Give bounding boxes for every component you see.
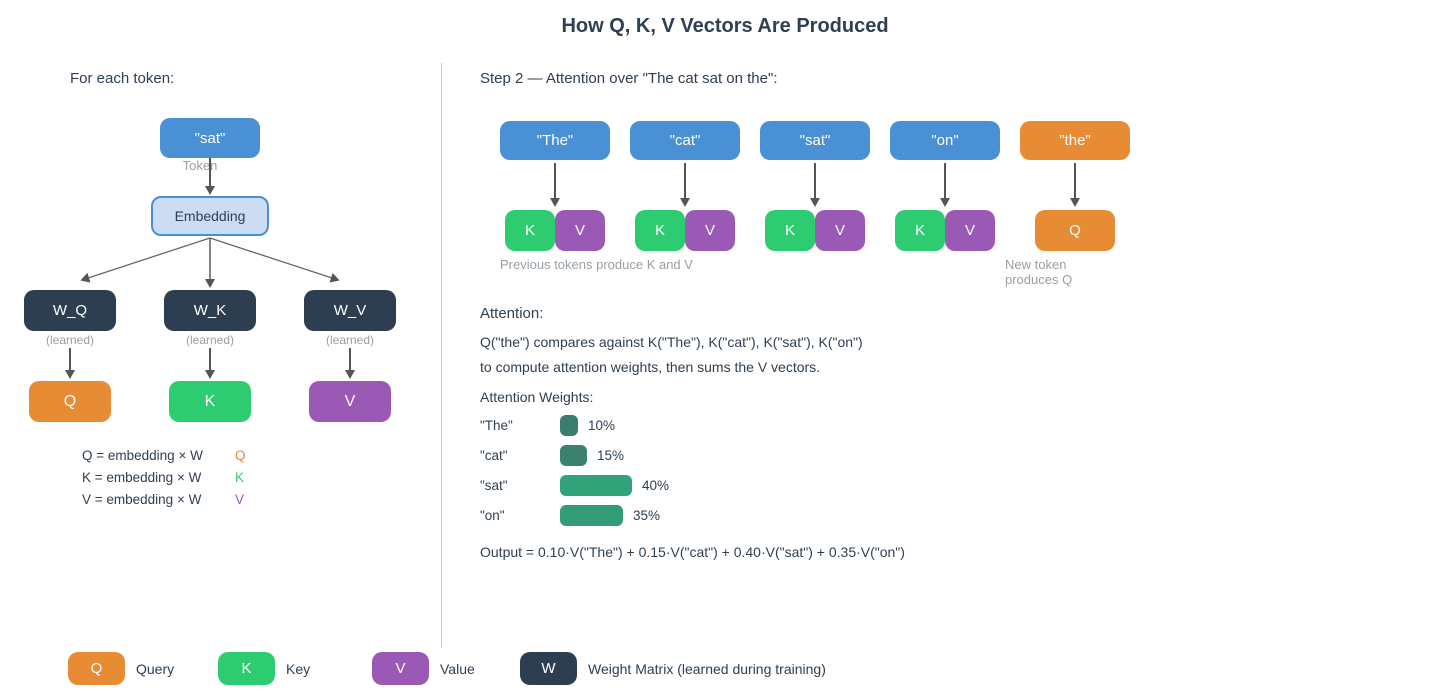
caption-previous-tokens: Previous tokens produce K and V: [500, 257, 693, 272]
token-box-cat: "cat": [630, 121, 740, 160]
token-box-sat2: "sat": [760, 121, 870, 160]
left-panel-heading: For each token:: [70, 70, 175, 87]
weight-bar: [560, 414, 578, 436]
kv-v-box-1: V: [555, 210, 605, 251]
kv-k-box-1: K: [505, 210, 555, 251]
right-panel-heading: Step 2 — Attention over "The cat sat on …: [480, 70, 778, 87]
formula-v: V = embedding × W V: [82, 488, 246, 510]
weight-bar: [560, 504, 623, 526]
weight-bar: [560, 474, 632, 496]
weight-pct: 35%: [633, 507, 661, 523]
wq-learned-caption: (learned): [45, 333, 95, 347]
formula-v-main: V = embedding × W: [82, 491, 202, 507]
attention-weights-heading: Attention Weights:: [480, 389, 594, 405]
token-box-on: "on": [890, 121, 1000, 160]
weight-label: "The": [480, 417, 513, 433]
kv-k-box-3: K: [765, 210, 815, 251]
key-chip: K: [218, 652, 275, 685]
weight-box-wk: W_K: [164, 290, 256, 331]
weight-label: "cat": [480, 447, 508, 463]
legend-item-query: Q Query: [68, 652, 174, 685]
q-result-box: Q: [29, 381, 111, 422]
kv-k-box-2: K: [635, 210, 685, 251]
arrow-embedding-to-wv: [209, 237, 340, 283]
weight-pct: 10%: [588, 417, 616, 433]
legend-label-key: Key: [286, 660, 311, 677]
token-box-the-cap: "The": [500, 121, 610, 160]
output-formula: Output = 0.10·V("The") + 0.15·V("cat") +…: [480, 544, 905, 560]
kv-k-box-4: K: [895, 210, 945, 251]
weight-row-on: "on" 35%: [480, 504, 669, 526]
weight-box-wv: W_V: [304, 290, 396, 331]
formula-q-main: Q = embedding × W: [82, 447, 203, 463]
token-box-sat: "sat": [160, 118, 260, 158]
legend-item-weight-matrix: W Weight Matrix (learned during training…: [520, 652, 826, 685]
kv-v-box-4: V: [945, 210, 995, 251]
caption-new-token-line1: New token: [1005, 257, 1067, 272]
kv-v-box-2: V: [685, 210, 735, 251]
formula-k-sub: K: [235, 469, 245, 485]
panel-divider: [441, 63, 442, 648]
weight-bar: [560, 444, 587, 466]
kv-v-box-3: V: [815, 210, 865, 251]
formula-q: Q = embedding × W Q: [82, 444, 246, 466]
wv-learned-caption: (learned): [325, 333, 375, 347]
formula-list: Q = embedding × W Q K = embedding × W K …: [82, 444, 246, 510]
v-result-box: V: [309, 381, 391, 422]
attention-weights-chart: "The" 10% "cat" 15% "sat" 40% "on" 35%: [480, 414, 669, 526]
weight-label: "sat": [480, 477, 508, 493]
page-title: How Q, K, V Vectors Are Produced: [561, 15, 889, 37]
k-result-box: K: [169, 381, 251, 422]
attention-line2: to compute attention weights, then sums …: [480, 359, 821, 375]
legend-item-value: V Value: [372, 652, 475, 685]
new-q-box: Q: [1035, 210, 1115, 251]
embedding-box: Embedding: [151, 196, 269, 236]
weight-pct: 15%: [597, 447, 625, 463]
weight-label: "on": [480, 507, 505, 523]
weight-matrix-chip: W: [520, 652, 577, 685]
query-chip: Q: [68, 652, 125, 685]
formula-q-sub: Q: [235, 447, 246, 463]
formula-k: K = embedding × W K: [82, 466, 246, 488]
legend-label-weight-matrix: Weight Matrix (learned during training): [588, 660, 826, 677]
weight-row-the: "The" 10%: [480, 414, 669, 436]
wk-learned-caption: (learned): [185, 333, 235, 347]
weight-pct: 40%: [642, 477, 670, 493]
arrow-embedding-to-wq: [80, 237, 211, 283]
token-box-the-new: "the": [1020, 121, 1130, 160]
token-caption: Token: [182, 158, 218, 173]
formula-v-sub: V: [235, 491, 245, 507]
formula-k-main: K = embedding × W: [82, 469, 202, 485]
weight-row-sat: "sat" 40%: [480, 474, 669, 496]
legend-label-query: Query: [136, 660, 175, 677]
caption-new-token: New token produces Q: [1005, 257, 1072, 287]
caption-new-token-line2: produces Q: [1005, 272, 1073, 287]
attention-heading: Attention:: [480, 305, 544, 322]
legend-label-value: Value: [440, 660, 475, 677]
weight-box-wq: W_Q: [24, 290, 116, 331]
attention-line1: Q("the") compares against K("The"), K("c…: [480, 334, 863, 350]
legend-item-key: K Key: [218, 652, 310, 685]
value-chip: V: [372, 652, 429, 685]
weight-row-cat: "cat" 15%: [480, 444, 669, 466]
